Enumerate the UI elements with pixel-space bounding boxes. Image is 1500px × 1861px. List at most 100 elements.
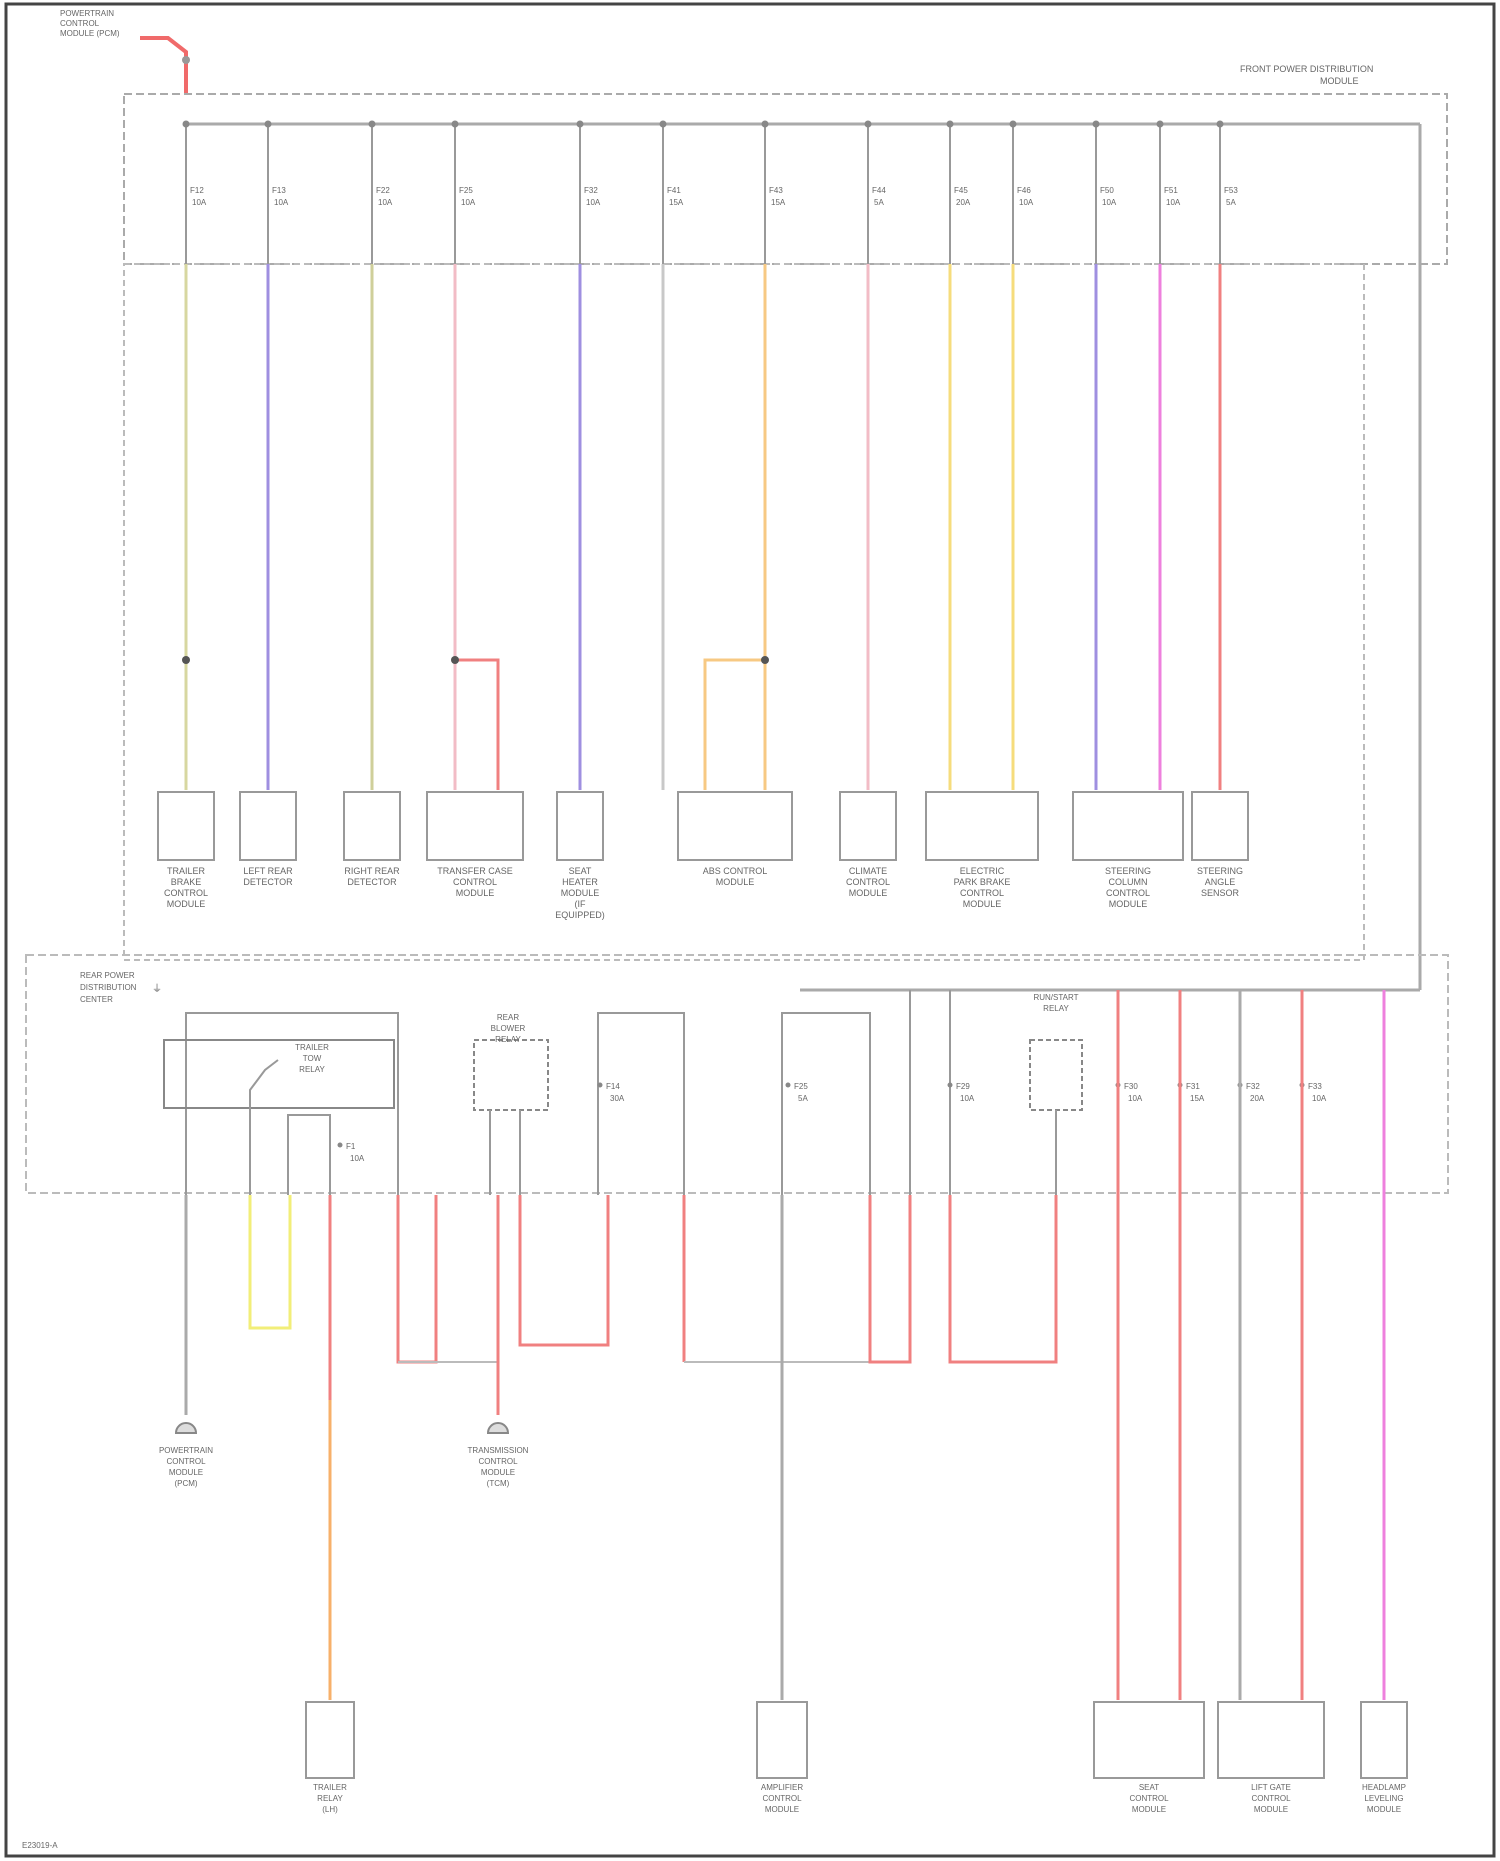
- relay-label-line: TOW: [303, 1054, 322, 1063]
- fuse-rating: 10A: [461, 198, 476, 207]
- yellow-loop: [250, 1195, 290, 1328]
- front-box-lower-frame: [124, 264, 1364, 960]
- branch-2: [705, 660, 765, 790]
- relay-label-line: RELAY: [495, 1035, 521, 1044]
- fuse-label: F32: [1246, 1082, 1260, 1091]
- module-label-line: CONTROL: [1106, 888, 1150, 898]
- rear-box-title: REAR POWER DISTRIBUTION CENTER ⏚: [80, 971, 162, 1004]
- rear-loop-4: [782, 1013, 870, 1195]
- bus-splice: [1217, 121, 1224, 128]
- module-label-line: SEAT: [1139, 1783, 1159, 1792]
- bottom-fuse-b5: F3010A: [1116, 1082, 1143, 1103]
- top-source-line-3: MODULE (PCM): [60, 29, 120, 38]
- rear-loop-2: [288, 1115, 330, 1195]
- relay-label-line: RELAY: [1043, 1004, 1069, 1013]
- fuse-rating: 10A: [350, 1154, 365, 1163]
- bus-splice: [1010, 121, 1017, 128]
- red-loop-2: [520, 1195, 608, 1345]
- module-label-line: CLIMATE: [849, 866, 887, 876]
- fuse-label: F33: [1308, 1082, 1322, 1091]
- module-label-line: RELAY: [317, 1794, 343, 1803]
- fuse-rating: 10A: [274, 198, 289, 207]
- fuse-rating: 10A: [586, 198, 601, 207]
- rear-box-ground-symbol: ⏚: [152, 983, 162, 995]
- fuse-label: F46: [1017, 186, 1031, 195]
- relay-label-line: RUN/START: [1033, 993, 1078, 1002]
- fuse-label: F44: [872, 186, 886, 195]
- splice-node: [451, 656, 459, 664]
- branch-1: [455, 660, 498, 790]
- fuse-label: F30: [1124, 1082, 1138, 1091]
- module-box: [557, 792, 603, 860]
- fuse-label: F50: [1100, 186, 1114, 195]
- relay-label-line: RELAY: [299, 1065, 325, 1074]
- footer-code: E23019-A: [22, 1841, 58, 1850]
- grounds: POWERTRAINCONTROLMODULE(PCM)TRANSMISSION…: [159, 1423, 529, 1488]
- rear-box-internal: [164, 990, 1082, 1195]
- bus-splice: [1157, 121, 1164, 128]
- module-label-line: TRAILER: [313, 1783, 347, 1792]
- run-start-relay-box: [1030, 1040, 1082, 1110]
- module-label-line: CONTROL: [1251, 1794, 1291, 1803]
- module-label-line: SEAT: [569, 866, 592, 876]
- module-label-line: DETECTOR: [347, 877, 397, 887]
- module-label-line: LEVELING: [1364, 1794, 1403, 1803]
- module-label-line: MODULE: [167, 899, 206, 909]
- bus-splice: [369, 121, 376, 128]
- fuse-rating: 30A: [610, 1094, 625, 1103]
- relay-switch-contact: [250, 1060, 278, 1195]
- relay-label-line: BLOWER: [491, 1024, 526, 1033]
- module-label-line: BRAKE: [171, 877, 202, 887]
- front-box-fuse-frame: [124, 94, 1447, 264]
- module-box: [1073, 792, 1183, 860]
- module-box: [1361, 1702, 1407, 1778]
- ground-label-line: MODULE: [481, 1468, 515, 1477]
- module-label-line: SENSOR: [1201, 888, 1240, 898]
- module-label-line: COLUMN: [1108, 877, 1147, 887]
- fuse-label: F14: [606, 1082, 620, 1091]
- module-box: [158, 792, 214, 860]
- bus-splice: [577, 121, 584, 128]
- relay-label-line: TRAILER: [295, 1043, 329, 1052]
- bottom-fuse-b4: F2910A: [948, 1082, 975, 1103]
- fuse-label: F22: [376, 186, 390, 195]
- bus-splice: [183, 121, 190, 128]
- fuse-label: F29: [956, 1082, 970, 1091]
- top-source-line-1: POWERTRAIN: [60, 9, 114, 18]
- bus-splice: [947, 121, 954, 128]
- module-box: [757, 1702, 807, 1778]
- relay-r3: RUN/START RELAY: [1033, 993, 1078, 1013]
- module-box: [926, 792, 1038, 860]
- lower-wiring: [186, 990, 1384, 1700]
- bottom-fuse-b1: F110A: [338, 1142, 365, 1163]
- relay-r1: TRAILER TOW RELAY: [295, 1043, 329, 1074]
- bus-splice: [265, 121, 272, 128]
- ground-symbol: [176, 1423, 196, 1433]
- module-label-line: TRANSFER CASE: [437, 866, 513, 876]
- fuse-marker: [338, 1143, 343, 1148]
- bottom-modules: TRAILERRELAY(LH)AMPLIFIERCONTROLMODULESE…: [306, 1702, 1407, 1814]
- fuse-label: F32: [584, 186, 598, 195]
- fuse-label: F25: [794, 1082, 808, 1091]
- module-label-line: STEERING: [1197, 866, 1243, 876]
- fuse-label: F13: [272, 186, 286, 195]
- module-label-line: DETECTOR: [243, 877, 293, 887]
